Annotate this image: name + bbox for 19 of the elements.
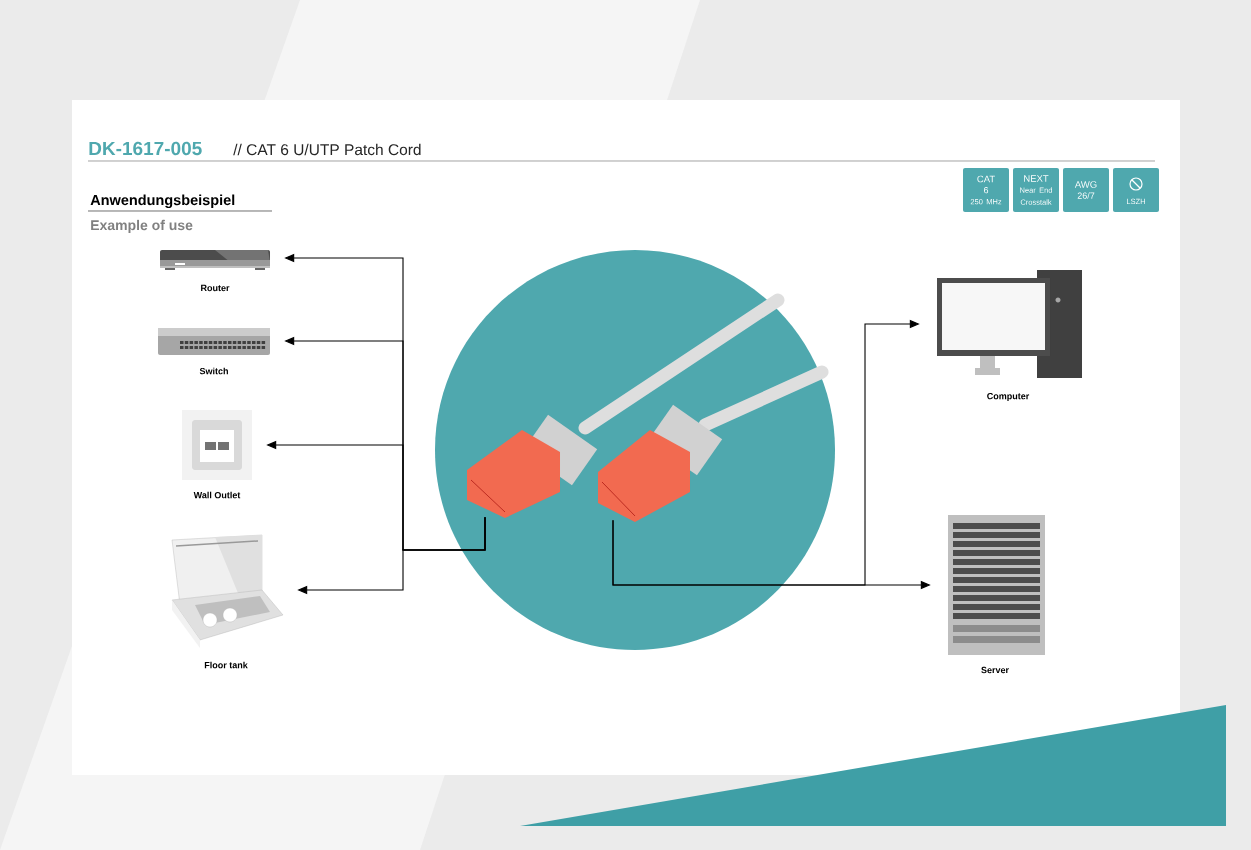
router-drawing	[160, 250, 270, 270]
switch-drawing	[158, 328, 270, 355]
section-heading: Anwendungsbeispiel	[90, 194, 235, 209]
device-label: Floor tank	[204, 661, 248, 669]
spec-badge: AWG 26/7	[1063, 168, 1109, 212]
title-text: // CAT 6 U/UTP Patch Cord	[233, 143, 421, 156]
device-label: Wall Outlet	[193, 491, 241, 499]
plug-drawing	[598, 365, 829, 522]
server-drawing	[948, 515, 1045, 655]
device-label: Computer	[987, 392, 1030, 402]
plug-drawing	[467, 293, 785, 518]
computer-drawing	[937, 270, 1082, 378]
floor-tank-drawing	[171, 534, 284, 648]
section-subheading: Example of use	[91, 219, 193, 233]
title-code: DK-1617-005	[89, 141, 202, 156]
device-label: Server	[981, 666, 1009, 674]
device-label: Switch	[199, 367, 228, 375]
device-label: Router	[201, 284, 230, 292]
wall-outlet-drawing	[182, 410, 252, 480]
